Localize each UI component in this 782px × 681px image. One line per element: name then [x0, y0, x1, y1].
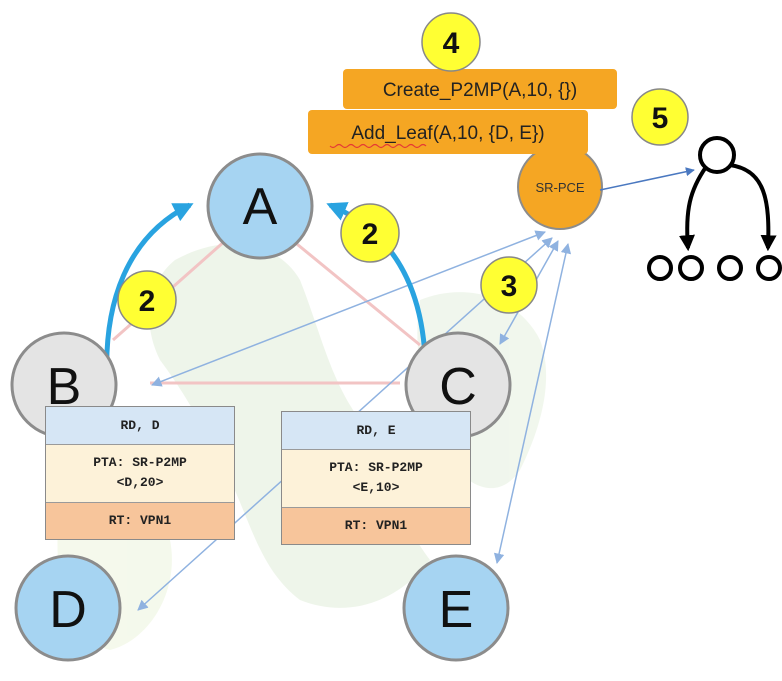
arrow-pce-to-tree — [599, 167, 695, 191]
route-box-c-pta-line2: <E,10> — [352, 480, 400, 495]
badge-step5-text: 5 — [652, 102, 669, 135]
spellcheck-underline — [329, 143, 427, 149]
node-e[interactable]: E — [402, 554, 510, 662]
route-box-c-pta: PTA: SR-P2MP <E,10> — [282, 450, 470, 508]
badge-step2-left-text: 2 — [139, 285, 156, 318]
badge-step3-text: 3 — [501, 270, 518, 303]
arrow-pce-e — [493, 242, 572, 565]
route-box-c: RD, E PTA: SR-P2MP <E,10> RT: VPN1 — [281, 411, 471, 545]
badge-step4-text: 4 — [443, 27, 460, 60]
command-create-text: Create_P2MP(A,10, {}) — [383, 80, 577, 101]
badge-step4: 4 — [421, 12, 481, 72]
route-box-c-rt: RT: VPN1 — [282, 508, 470, 544]
command-create-p2mp: Create_P2MP(A,10, {}) — [343, 69, 617, 109]
command-add-leaf-text: Add_Leaf(A,10, {D, E}) — [351, 123, 544, 144]
badge-step2-right-text: 2 — [362, 218, 379, 251]
route-box-b-pta-line1: PTA: SR-P2MP — [93, 455, 187, 470]
node-c-label: C — [439, 358, 477, 416]
route-box-b-rd: RD, D — [46, 407, 234, 445]
p2mp-tree-icon — [647, 136, 782, 281]
node-e-label: E — [439, 581, 474, 639]
node-a-label: A — [243, 178, 278, 236]
node-a[interactable]: A — [206, 152, 314, 260]
node-d-label: D — [49, 581, 87, 639]
badge-step3: 3 — [480, 256, 538, 314]
node-d[interactable]: D — [14, 554, 122, 662]
route-box-b: RD, D PTA: SR-P2MP <D,20> RT: VPN1 — [45, 406, 235, 540]
sr-pce-node[interactable]: SR-PCE — [517, 144, 603, 230]
route-box-c-pta-line1: PTA: SR-P2MP — [329, 460, 423, 475]
route-box-b-rt: RT: VPN1 — [46, 503, 234, 539]
route-box-b-pta: PTA: SR-P2MP <D,20> — [46, 445, 234, 503]
badge-step2-right: 2 — [340, 203, 400, 263]
badge-step5: 5 — [631, 88, 689, 146]
route-box-b-pta-line2: <D,20> — [116, 475, 164, 490]
command-add-leaf: Add_Leaf(A,10, {D, E}) — [308, 110, 588, 154]
route-box-c-rd: RD, E — [282, 412, 470, 450]
badge-step2-left: 2 — [117, 270, 177, 330]
sr-pce-label: SR-PCE — [535, 180, 584, 195]
